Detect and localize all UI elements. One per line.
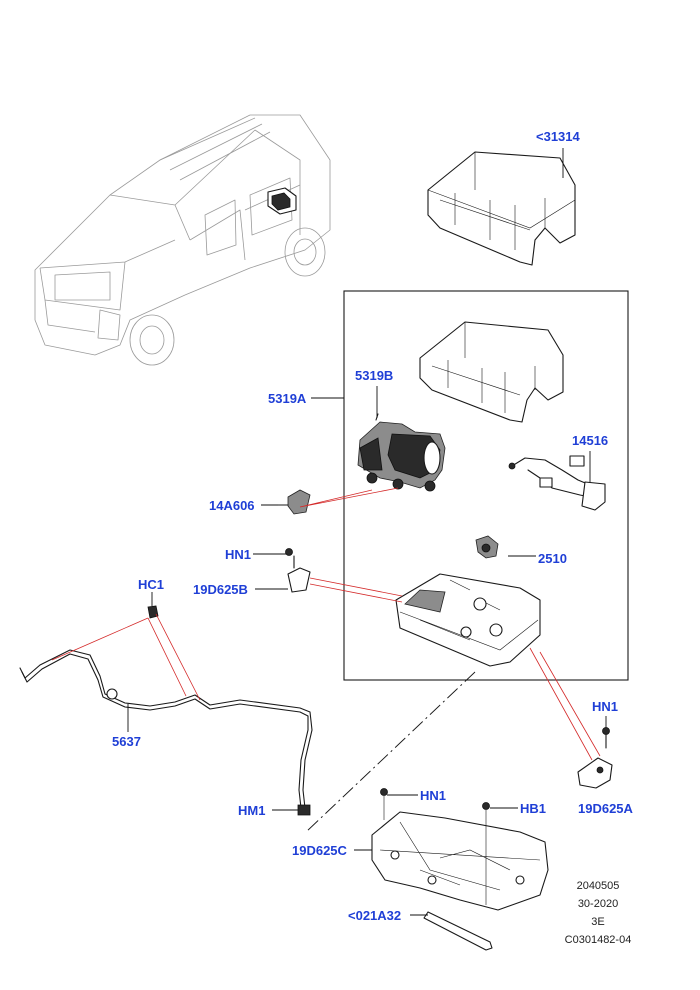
assembly-cover [419,321,564,423]
bolt-HB1[interactable] [482,802,490,810]
callout-5319B[interactable]: 5319B [355,368,394,383]
wiring-harness-14516[interactable] [508,455,606,511]
callout-5319A[interactable]: 5319A [268,391,307,406]
callout-HN1-lower[interactable]: HN1 [420,788,447,803]
air-compressor-5319B[interactable] [357,413,446,492]
assembly-5319A-frame [343,290,629,681]
callout-HM1[interactable]: HM1 [238,803,266,818]
callout-HB1[interactable]: HB1 [520,801,547,816]
callout-021A32[interactable]: <021A32 [348,908,402,923]
air-pipe-5637[interactable] [19,649,313,816]
callout-14A606[interactable]: 14A606 [209,498,255,513]
illustration-ref-line-3: 3E [591,916,605,928]
bracket-19D625B[interactable] [287,555,311,593]
callout-HN1-right[interactable]: HN1 [592,699,619,714]
leader-lines [51,148,607,916]
illustration-ref-line-1: 2040505 [576,880,620,892]
strap-021A32[interactable] [423,911,493,951]
mounting-bracket-19D625C[interactable] [371,811,549,911]
clip-HC1[interactable] [147,605,159,619]
bolt-HN1-right[interactable] [602,727,610,749]
fastener-14A606[interactable] [277,489,311,515]
illustration-ref-line-4: C0301482-04 [564,934,632,946]
compressor-cover-31314[interactable] [427,151,576,266]
part-2510[interactable] [475,535,499,559]
bolt-HN1-lower[interactable] [380,788,388,796]
bracket-19D625A[interactable] [577,757,613,789]
callout-14516[interactable]: 14516 [572,433,609,448]
callout-31314[interactable]: <31314 [536,129,580,144]
bolt-HN1-upper[interactable] [285,548,293,556]
illustration-reference: 2040505 30-2020 3E C0301482-04 [558,880,638,947]
callout-19D625C[interactable]: 19D625C [292,843,347,858]
compressor-mounting-tray [395,573,541,667]
callout-19D625A[interactable]: 19D625A [578,801,633,816]
callout-19D625B[interactable]: 19D625B [193,582,248,597]
callout-HC1[interactable]: HC1 [138,577,165,592]
illustration-ref-line-2: 30-2020 [577,898,619,910]
callout-5637[interactable]: 5637 [112,734,141,749]
vehicle-locator-illustration [34,114,331,366]
callout-2510[interactable]: 2510 [538,551,567,566]
callout-HN1-upper[interactable]: HN1 [225,547,252,562]
